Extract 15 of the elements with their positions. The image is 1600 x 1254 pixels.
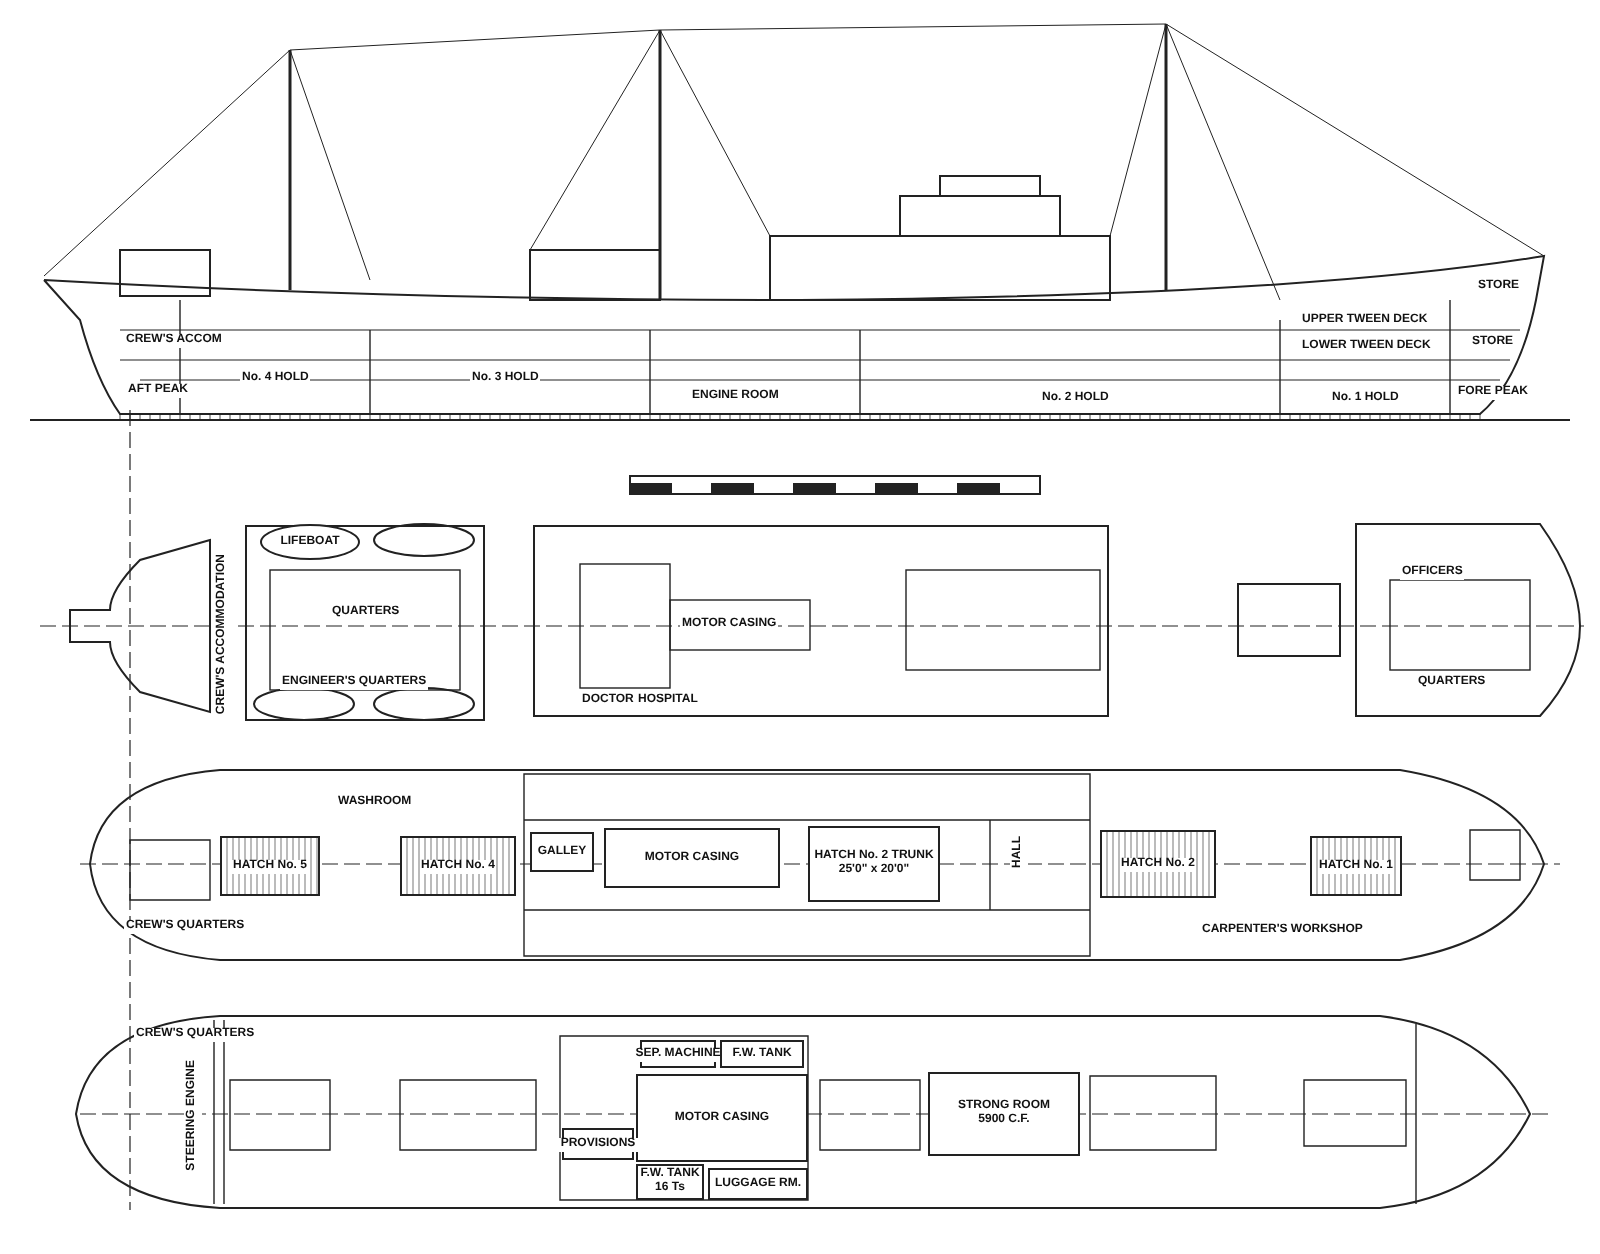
room-box (708, 1168, 808, 1200)
room-box (636, 1074, 808, 1162)
room-box (720, 1040, 804, 1068)
room-box (640, 1040, 716, 1068)
hatch-box (220, 836, 320, 896)
room-box (808, 826, 940, 902)
hatch-box (400, 836, 516, 896)
room-box (530, 832, 594, 872)
room-box (928, 1072, 1080, 1156)
lifeboat-outline (260, 524, 360, 560)
hatch-box (1310, 836, 1402, 896)
hatch-box (1100, 830, 1216, 898)
room-box (562, 1128, 634, 1160)
room-box (604, 828, 780, 888)
room-box (636, 1164, 704, 1200)
